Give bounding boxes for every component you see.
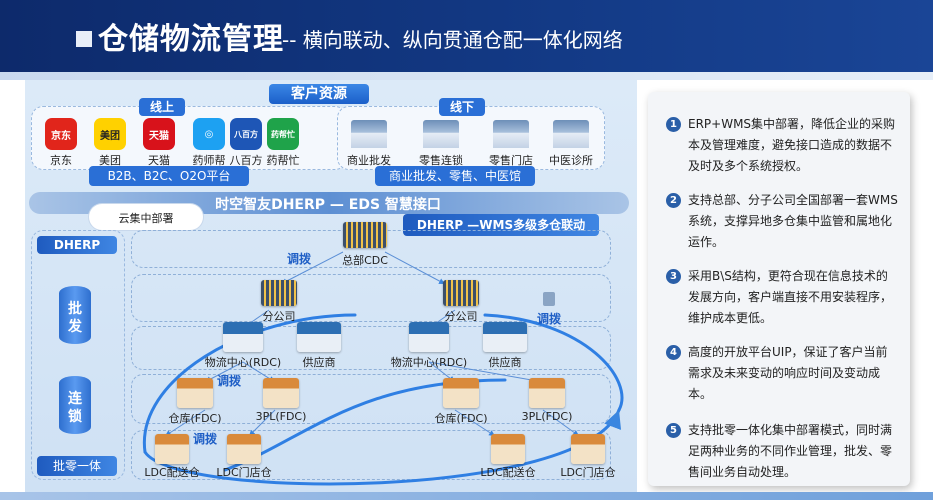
node-label: 物流中心(RDC)	[390, 356, 468, 369]
transfer-label-2: 调拨	[537, 312, 562, 326]
header-bar: 仓储物流管理 -- 横向联动、纵向贯通仓配一体化网络	[0, 0, 933, 72]
node-label: LDC配送仓	[480, 466, 536, 479]
offline-channel-bar: 商业批发、零售、中医馆	[375, 166, 535, 186]
platform-label: 药帮忙	[266, 154, 300, 167]
title-bullet-icon	[76, 31, 92, 47]
customer-resources-label: 客户资源	[269, 84, 369, 104]
feature-text: 支持总部、分子公司全国部署一套WMS系统，支撑异地多仓集中监管和属地化运作。	[688, 193, 898, 249]
rdc-warehouse-icon	[223, 322, 263, 352]
node-label: 分公司	[444, 310, 478, 323]
channel-label: 零售连锁	[419, 154, 463, 167]
footer-strip	[0, 492, 933, 500]
chain-db-icon: 连锁	[59, 376, 91, 434]
feature-number-badge: 1	[666, 117, 681, 132]
ldc-store-icon	[227, 434, 261, 464]
node-label: 总部CDC	[342, 254, 388, 267]
babaifang-logo: 八百方	[230, 118, 262, 150]
channel-building-icon	[553, 120, 589, 148]
feature-number-badge: 3	[666, 269, 681, 284]
wholesale-db-icon: 批发	[59, 286, 91, 344]
dherp-column	[31, 230, 125, 480]
platform-label: 药师帮	[192, 154, 226, 167]
branch-office-icon	[261, 280, 297, 306]
feature-number-badge: 2	[666, 193, 681, 208]
tpl-warehouse-icon	[263, 378, 299, 408]
feature-item: 5 支持批零一体化集中部署模式，同时满足两种业务的不同作业管理，批发、零售间业务自…	[666, 420, 898, 483]
branch-office-icon	[443, 280, 479, 306]
transfer-label-3: 调拨	[217, 374, 242, 388]
features-panel: 1 ERP+WMS集中部署，降低企业的采购本及管理难度，避免接口造成的数据不及时及…	[648, 92, 910, 486]
document-icon	[543, 292, 555, 306]
chain-db-label: 连锁	[68, 391, 82, 426]
tier-ldc-box	[131, 430, 611, 480]
feature-text: ERP+WMS集中部署，降低企业的采购本及管理难度，避免接口造成的数据不及时及多…	[688, 117, 896, 173]
dherp-label: DHERP	[37, 236, 117, 254]
supplier-warehouse-icon	[297, 322, 341, 352]
page-title: 仓储物流管理	[98, 22, 284, 57]
rdc-warehouse-icon	[409, 322, 449, 352]
supplier-warehouse-icon	[483, 322, 527, 352]
feature-text: 支持批零一体化集中部署模式，同时满足两种业务的不同作业管理，批发、零售间业务自动…	[688, 423, 893, 479]
node-label: 仓库(FDC)	[434, 412, 488, 425]
feature-item: 3 采用B\S结构，更符合现在信息技术的发展方向，客户端直接不用安装程序，维护成本…	[666, 266, 898, 329]
channel-building-icon	[423, 120, 459, 148]
fdc-warehouse-icon	[177, 378, 213, 408]
tier-fdc-box	[131, 374, 611, 424]
connection-lines	[142, 251, 624, 486]
channel-building-icon	[493, 120, 529, 148]
transfer-label-1: 调拨	[287, 252, 312, 266]
platform-label: 美团	[99, 154, 121, 167]
architecture-diagram: 客户资源 线上 京东京东美团美团天猫天猫◎药师帮八百方八百方药帮忙药帮忙 B2B…	[25, 80, 637, 492]
tpl-warehouse-icon	[529, 378, 565, 408]
hq-cdc-icon	[343, 222, 387, 248]
node-label: 仓库(FDC)	[168, 412, 222, 425]
node-label: LDC门店仓	[216, 466, 272, 479]
tier-rdc-box	[131, 326, 611, 370]
node-label: 3PL(FDC)	[521, 410, 573, 423]
fdc-warehouse-icon	[443, 378, 479, 408]
jd-logo: 京东	[45, 118, 77, 150]
platform-label: 八百方	[229, 154, 263, 167]
yaobangmang-logo: 药帮忙	[267, 118, 299, 150]
node-label: LDC配送仓	[144, 466, 200, 479]
node-label: 供应商	[488, 356, 522, 369]
feature-number-badge: 5	[666, 423, 681, 438]
meituan-logo: 美团	[94, 118, 126, 150]
tmall-logo: 天猫	[143, 118, 175, 150]
node-label: 3PL(FDC)	[255, 410, 307, 423]
node-label: 物流中心(RDC)	[204, 356, 282, 369]
feature-item: 1 ERP+WMS集中部署，降低企业的采购本及管理难度，避免接口造成的数据不及时及…	[666, 114, 898, 177]
platform-label: 京东	[50, 154, 72, 167]
ldc-store-icon	[571, 434, 605, 464]
transfer-label-4: 调拨	[193, 432, 218, 446]
feature-text: 采用B\S结构，更符合现在信息技术的发展方向，客户端直接不用安装程序，维护成本更…	[688, 269, 893, 325]
node-label: 供应商	[302, 356, 336, 369]
node-label: LDC门店仓	[560, 466, 616, 479]
feature-item: 2 支持总部、分子公司全国部署一套WMS系统，支撑异地多仓集中监管和属地化运作。	[666, 190, 898, 253]
page-subtitle: -- 横向联动、纵向贯通仓配一体化网络	[282, 28, 623, 52]
feature-item: 4 高度的开放平台UIP，保证了客户当前需求及未来变动的响应时间及变动成本。	[666, 342, 898, 405]
platform-label: 天猫	[148, 154, 170, 167]
wholesale-db-label: 批发	[68, 301, 82, 336]
channel-label: 商业批发	[347, 154, 391, 167]
feature-text: 高度的开放平台UIP，保证了客户当前需求及未来变动的响应时间及变动成本。	[688, 345, 888, 401]
ldc-delivery-icon	[491, 434, 525, 464]
feature-number-badge: 4	[666, 345, 681, 360]
wholesale-retail-label: 批零一体	[37, 456, 117, 476]
header-band	[0, 72, 933, 80]
interface-banner-text: 时空智友DHERP — EDS 智慧接口	[215, 197, 441, 213]
node-label: 分公司	[262, 310, 296, 323]
online-label: 线上	[139, 98, 185, 116]
cloud-label: 云集中部署	[118, 212, 174, 225]
yaoshibang-logo: ◎	[193, 118, 225, 150]
channel-label: 零售门店	[489, 154, 533, 167]
offline-label: 线下	[439, 98, 485, 116]
online-platform-bar: B2B、B2C、O2O平台	[89, 166, 249, 186]
ldc-delivery-icon	[155, 434, 189, 464]
cloud-icon	[89, 204, 203, 230]
tier-branch-box	[131, 274, 611, 322]
channel-building-icon	[351, 120, 387, 148]
channel-label: 中医诊所	[549, 154, 593, 167]
